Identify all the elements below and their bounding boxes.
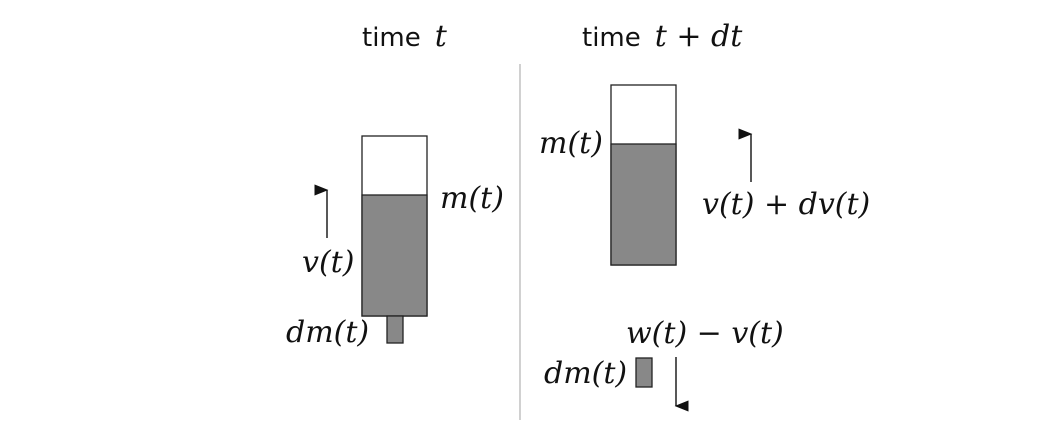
left-rocket [361, 135, 428, 344]
right-title-var: t + dt [655, 19, 743, 54]
left-title: time t [362, 19, 448, 54]
right-dm-block [635, 357, 653, 388]
right-mass-label: m(t) [539, 126, 603, 161]
right-rocket-fuel [610, 143, 677, 266]
left-mass-label: m(t) [440, 181, 504, 216]
left-dm-block [386, 315, 404, 344]
left-rocket-fuel [361, 194, 428, 317]
right-rocket [610, 84, 677, 266]
right-relative-velocity-label: w(t) − v(t) [626, 316, 784, 351]
right-title: time t + dt [582, 19, 743, 54]
right-dm-label: dm(t) [544, 356, 627, 391]
left-title-word: time [362, 23, 421, 53]
left-velocity-label: v(t) [302, 245, 354, 280]
right-title-word: time [582, 23, 641, 53]
right-velocity-label: v(t) + dv(t) [702, 187, 870, 222]
left-title-var: t [435, 19, 448, 54]
left-dm-label: dm(t) [286, 315, 369, 350]
